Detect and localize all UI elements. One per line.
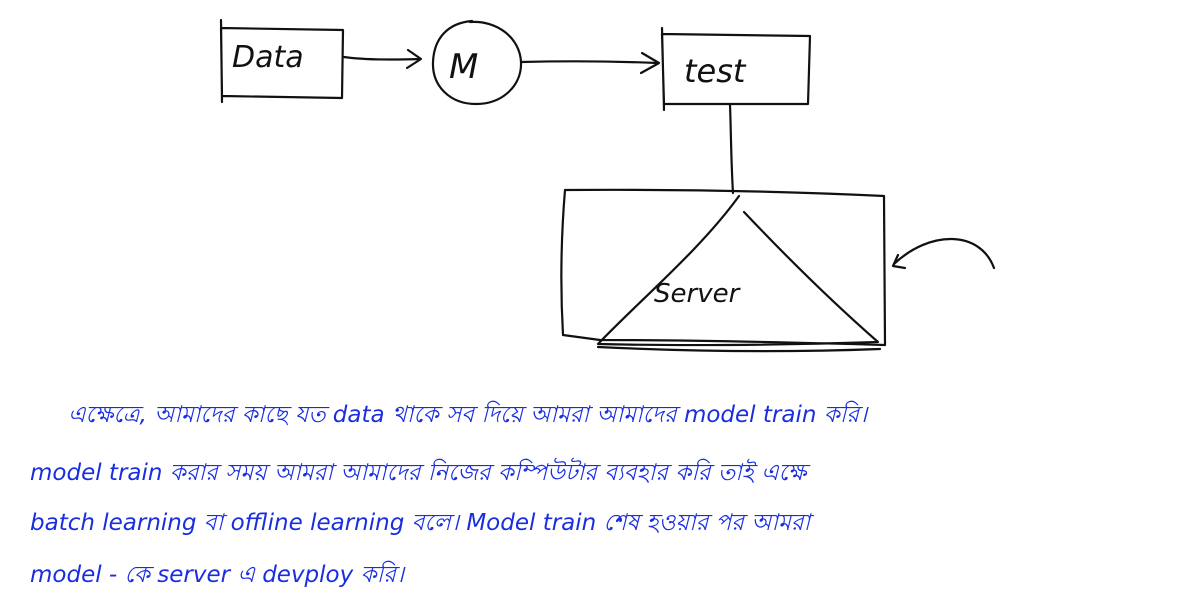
- server-node: Server: [560, 188, 887, 353]
- arrow-model-to-test: [519, 51, 661, 75]
- test-box: [660, 26, 812, 112]
- model-node: M: [431, 19, 523, 106]
- test-node: test: [660, 26, 812, 112]
- connector-test-to-server: [728, 103, 735, 195]
- data-label: Data: [232, 40, 304, 75]
- note-block: এক্ষেত্রে, আমাদের কাছে যত data থাকে সব দ…: [30, 400, 869, 588]
- arrow-data-to-model: [342, 48, 423, 70]
- note-line-3: batch learning বা offline learning বলে। …: [30, 510, 814, 536]
- arrow-into-server: [891, 237, 996, 270]
- note-line-1: এক্ষেত্রে, আমাদের কাছে যত data থাকে সব দ…: [68, 400, 869, 428]
- server-box: [560, 188, 887, 347]
- test-label: test: [684, 52, 747, 90]
- server-label: Server: [654, 279, 742, 309]
- data-box: [219, 18, 345, 104]
- model-circle: [431, 19, 523, 106]
- server-triangle: [596, 194, 880, 347]
- data-node: Data: [219, 18, 345, 104]
- note-line-2: model train করার সময় আমরা আমাদের নিজের …: [30, 457, 811, 486]
- model-label: M: [449, 47, 478, 87]
- note-line-4: model - কে server এ devploy করি।: [30, 560, 406, 588]
